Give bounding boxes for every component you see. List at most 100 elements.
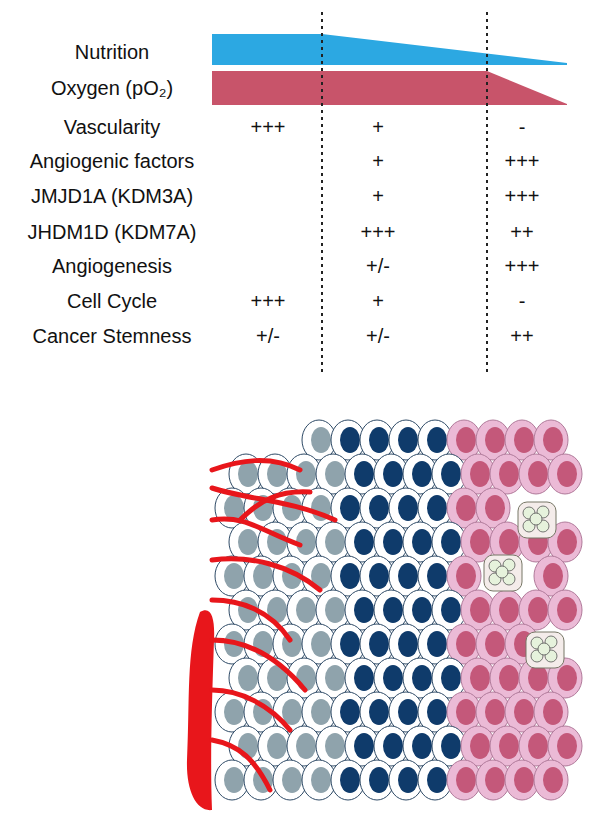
cell-nucleus <box>470 733 490 759</box>
cell-nucleus <box>369 563 389 589</box>
cell-nucleus <box>253 563 273 589</box>
cell-nucleus <box>470 529 490 555</box>
cell-nucleus <box>557 461 577 487</box>
cell-nucleus <box>383 461 403 487</box>
cell-nucleus <box>412 597 432 623</box>
row-label: Nutrition <box>75 40 149 64</box>
row-label: Oxygen (pO₂) <box>51 76 173 100</box>
row-label: Cancer Stemness <box>33 324 192 348</box>
cell-nucleus <box>441 529 461 555</box>
necrotic-cell <box>518 502 556 538</box>
cell-nucleus <box>354 665 374 691</box>
cell-nucleus <box>499 529 519 555</box>
cell-nucleus <box>427 563 447 589</box>
cell-nucleus <box>427 699 447 725</box>
cell <box>534 760 568 800</box>
cell-nucleus <box>499 733 519 759</box>
cell-nucleus <box>543 699 563 725</box>
table-cell: +/- <box>366 324 390 348</box>
cell-nucleus <box>412 529 432 555</box>
cell-nucleus <box>528 665 548 691</box>
apoptotic-body <box>530 513 542 525</box>
cell-nucleus <box>311 427 331 453</box>
cell-nucleus <box>499 597 519 623</box>
cell-nucleus <box>398 699 418 725</box>
cell-nucleus <box>369 495 389 521</box>
cell-nucleus <box>296 461 316 487</box>
table-cell: +++ <box>250 289 285 313</box>
vessel-branch <box>212 740 270 790</box>
cell-nucleus <box>470 461 490 487</box>
cell-nucleus <box>238 461 258 487</box>
cell-nucleus <box>456 631 476 657</box>
cell-nucleus <box>456 495 476 521</box>
cell-nucleus <box>427 767 447 793</box>
table-cell: + <box>372 184 384 208</box>
cell-nucleus <box>485 427 505 453</box>
cell-nucleus <box>296 733 316 759</box>
cell-nucleus <box>296 597 316 623</box>
cell-nucleus <box>383 665 403 691</box>
table-cell: ++ <box>510 324 533 348</box>
cell-nucleus <box>398 631 418 657</box>
cell-nucleus <box>528 461 548 487</box>
table-cell: +++ <box>250 115 285 139</box>
cell-nucleus <box>441 461 461 487</box>
cell-nucleus <box>485 699 505 725</box>
cell-nucleus <box>528 597 548 623</box>
cell-nucleus <box>441 665 461 691</box>
cell-nucleus <box>238 529 258 555</box>
cell-nucleus <box>340 699 360 725</box>
cell-nucleus <box>311 631 331 657</box>
cell-nucleus <box>441 597 461 623</box>
necrotic-cell <box>484 555 522 591</box>
cell-nucleus <box>340 563 360 589</box>
cell-nucleus <box>412 461 432 487</box>
cell-nucleus <box>340 631 360 657</box>
cell-nucleus <box>427 631 447 657</box>
cell-nucleus <box>456 427 476 453</box>
cell-nucleus <box>557 733 577 759</box>
cell-nucleus <box>340 767 360 793</box>
cell-nucleus <box>383 733 403 759</box>
cell-nucleus <box>369 427 389 453</box>
cell-nucleus <box>543 767 563 793</box>
row-label: JMJD1A (KDM3A) <box>31 184 193 208</box>
cell-nucleus <box>427 495 447 521</box>
divider-line <box>486 12 488 375</box>
cell-nucleus <box>282 767 302 793</box>
cell-nucleus <box>383 597 403 623</box>
cell-nucleus <box>557 597 577 623</box>
cell-nucleus <box>499 665 519 691</box>
row-label: Angiogenic factors <box>30 149 195 173</box>
cell-nucleus <box>398 767 418 793</box>
cell-nucleus <box>528 733 548 759</box>
vessel-branch <box>212 559 320 590</box>
cell-nucleus <box>238 665 258 691</box>
cell-nucleus <box>325 665 345 691</box>
vessel-branch <box>240 492 310 520</box>
vessel-branch <box>212 690 290 730</box>
cell-nucleus <box>354 461 374 487</box>
vessel-branch <box>212 640 305 690</box>
vessel-branch <box>212 488 335 520</box>
cell-nucleus <box>514 427 534 453</box>
cell-nucleus <box>325 461 345 487</box>
cell-nucleus <box>267 733 287 759</box>
table-cell: - <box>519 289 526 313</box>
cell-nucleus <box>427 427 447 453</box>
cell-nucleus <box>311 767 331 793</box>
vessel-branch <box>212 519 300 545</box>
table-cell: +++ <box>504 149 539 173</box>
cell-nucleus <box>441 733 461 759</box>
cell-nucleus <box>456 699 476 725</box>
row-label: Vascularity <box>64 115 160 139</box>
apoptotic-body <box>496 566 508 578</box>
cell-nucleus <box>369 699 389 725</box>
cell-nucleus <box>485 495 505 521</box>
vessel-branch <box>212 600 290 640</box>
vessel-branch <box>212 461 300 470</box>
cell-nucleus <box>470 665 490 691</box>
cell-nucleus <box>296 665 316 691</box>
cell-nucleus <box>456 563 476 589</box>
